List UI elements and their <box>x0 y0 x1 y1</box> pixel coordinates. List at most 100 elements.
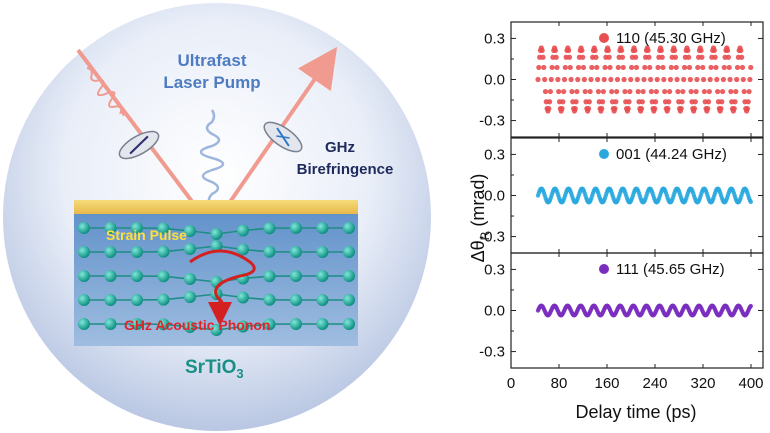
data-point <box>701 88 707 95</box>
data-point <box>719 99 725 105</box>
data-point <box>734 76 740 83</box>
lattice-atom <box>131 318 143 331</box>
data-point <box>727 76 733 83</box>
data-point <box>589 64 595 71</box>
lattice-atom <box>210 240 223 253</box>
data-point <box>714 76 720 83</box>
x-tick-label: 0 <box>507 375 515 392</box>
data-point <box>672 54 679 60</box>
data-point <box>652 99 659 105</box>
data-point <box>575 76 581 83</box>
data-point <box>632 47 638 54</box>
legend-marker <box>599 264 609 274</box>
data-point <box>601 76 607 83</box>
y-tick-label: 0.3 <box>484 146 505 163</box>
data-point <box>746 88 752 95</box>
pump-label-line1: Ultrafast <box>178 51 247 70</box>
legend-label: 001 (44.24 GHz) <box>616 146 727 163</box>
data-point <box>609 88 615 95</box>
lattice-atom <box>157 293 170 306</box>
lattice-atom <box>316 293 329 306</box>
data-point <box>547 88 554 95</box>
legend-label: 111 (45.65 GHz) <box>616 261 725 278</box>
data-point <box>687 76 693 83</box>
lattice-atom <box>290 245 302 258</box>
y-tick-label: 0.0 <box>484 303 505 320</box>
polarizer-left-icon <box>118 130 160 160</box>
lattice-atom <box>78 222 90 234</box>
lattice-atom <box>343 318 355 330</box>
data-point <box>628 76 634 83</box>
legend-marker <box>599 33 609 43</box>
data-point <box>553 54 559 60</box>
data-point <box>724 47 731 54</box>
data-point <box>540 54 546 60</box>
y-axis-label-subscript: R <box>478 231 492 240</box>
data-point <box>581 76 587 83</box>
data-point <box>599 105 605 112</box>
material-subscript: 3 <box>236 366 243 381</box>
atom-lattice <box>78 222 355 336</box>
data-point <box>720 88 726 95</box>
data-point <box>626 99 632 105</box>
data-point <box>681 76 687 83</box>
lattice-atom <box>263 293 276 306</box>
data-point <box>619 47 625 54</box>
data-point <box>718 105 724 112</box>
lattice-atom <box>237 320 249 333</box>
data-point <box>634 76 640 83</box>
lattice-atom <box>343 246 355 258</box>
data-point <box>700 76 707 83</box>
data-point <box>733 88 739 95</box>
lattice-atom <box>78 246 90 258</box>
data-point <box>559 105 565 112</box>
lattice-atom <box>237 291 249 304</box>
phonon-label: GHz Acoustic Phonon <box>124 317 270 333</box>
data-point <box>548 76 554 83</box>
data-point <box>685 47 691 54</box>
lattice-atom <box>184 272 196 285</box>
data-point <box>639 99 645 105</box>
lattice-atom <box>316 270 329 283</box>
data-point <box>698 47 704 54</box>
data-point <box>613 99 619 105</box>
data-point <box>580 64 587 71</box>
x-tick-label: 80 <box>551 375 568 392</box>
pump-label-line2: Laser Pump <box>163 73 260 92</box>
x-tick-label: 400 <box>738 375 763 392</box>
data-point <box>541 64 547 71</box>
lattice-atom <box>184 320 196 333</box>
y-axis-label-unit: (mrad) <box>468 174 488 232</box>
y-tick-label: 0.3 <box>484 261 505 278</box>
lattice-atom <box>316 245 329 258</box>
data-point <box>555 76 561 83</box>
data-point <box>721 64 727 71</box>
data-point <box>587 88 593 95</box>
data-point <box>654 76 660 83</box>
data-point <box>699 54 705 60</box>
data-point <box>592 47 598 54</box>
data-point <box>640 88 646 95</box>
data-point <box>674 76 680 83</box>
lattice-atom <box>343 222 355 234</box>
data-point <box>705 99 712 105</box>
data-point <box>660 64 666 71</box>
data-point <box>614 76 621 83</box>
data-point <box>706 88 712 95</box>
data-point <box>633 54 639 60</box>
data-point <box>715 88 721 95</box>
data-point <box>612 105 618 112</box>
data-point <box>739 54 745 60</box>
lattice-atom <box>290 270 302 283</box>
data-point <box>747 76 753 83</box>
data-point <box>667 88 673 95</box>
x-tick-label: 320 <box>690 375 715 392</box>
data-point <box>652 105 658 112</box>
data-point <box>586 99 592 105</box>
data-point <box>621 76 627 83</box>
lattice-atom <box>237 243 249 256</box>
data-point <box>748 64 754 71</box>
data-point <box>653 88 659 95</box>
